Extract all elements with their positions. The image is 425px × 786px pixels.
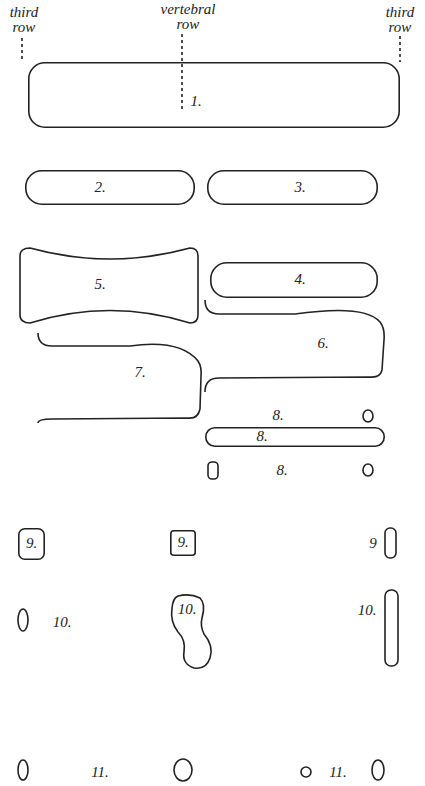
plate-outline	[38, 333, 201, 423]
plate-number: 6.	[317, 336, 328, 352]
plate-number: 9.	[26, 536, 37, 552]
shell-plate: 1.	[28, 62, 400, 128]
plate-number: 8.	[256, 429, 267, 445]
plate-outline	[26, 171, 194, 204]
row-label: third row	[380, 5, 420, 35]
small-plate	[385, 528, 396, 558]
row-label: third row	[2, 5, 46, 35]
shell-plate: 9.	[170, 530, 196, 556]
shell-plate: 5.	[20, 248, 198, 323]
small-plate	[385, 590, 398, 666]
plate-number: 5.	[94, 277, 105, 293]
small-plate	[372, 760, 384, 780]
plate-outline	[205, 300, 385, 392]
plate-outline	[206, 428, 384, 446]
plate-number: 11.	[329, 765, 347, 780]
shell-plate: 9.	[18, 528, 45, 560]
row-label: vertebral row	[152, 2, 224, 32]
plate-outline	[25, 170, 195, 205]
plate-outline	[210, 262, 378, 298]
small-plate	[18, 760, 28, 780]
plate-number: 8.	[276, 463, 287, 478]
plate-number: 8.	[272, 408, 283, 423]
plate-number: 10.	[358, 603, 377, 618]
plate-number: 10.	[53, 615, 72, 630]
plate-outline	[172, 595, 212, 668]
small-plate	[208, 462, 218, 479]
plate-number: 2.	[94, 180, 105, 196]
shell-plate: 6.	[205, 300, 385, 392]
small-plate	[363, 410, 373, 422]
shell-plate: 10.	[170, 594, 212, 670]
plate-number: 9.	[177, 535, 188, 551]
plate-number: 1.	[190, 94, 201, 110]
shell-plate: 2.	[25, 170, 195, 205]
plate-outline	[171, 531, 195, 555]
plate-outline	[28, 62, 400, 128]
shell-plate: 4.	[210, 262, 378, 298]
plate-outline	[29, 63, 399, 127]
small-plate	[363, 464, 373, 476]
plate-number: 10.	[178, 602, 197, 618]
plate-number: 3.	[294, 180, 305, 196]
plate-outline	[20, 248, 198, 323]
small-plate	[18, 609, 28, 631]
plate-outline	[30, 333, 202, 423]
plate-outline	[20, 248, 198, 323]
small-plate	[174, 759, 192, 781]
plate-number: 4.	[294, 272, 305, 288]
shell-plate: 3.	[207, 170, 378, 205]
small-plate	[301, 767, 311, 777]
row-marker	[21, 38, 23, 62]
plate-number: 11.	[91, 765, 109, 780]
plate-outline	[205, 300, 384, 392]
plate-outline	[205, 427, 385, 447]
row-marker	[181, 34, 183, 112]
plate-number: 7.	[134, 365, 145, 381]
row-marker	[399, 36, 401, 62]
plate-outline	[207, 170, 378, 205]
plate-outline	[19, 529, 44, 559]
shell-plate: 8.	[205, 427, 385, 447]
shell-plate: 7.	[30, 333, 202, 423]
plate-number: 9	[369, 536, 377, 551]
plate-outline	[211, 263, 377, 297]
plate-outline	[208, 171, 377, 204]
